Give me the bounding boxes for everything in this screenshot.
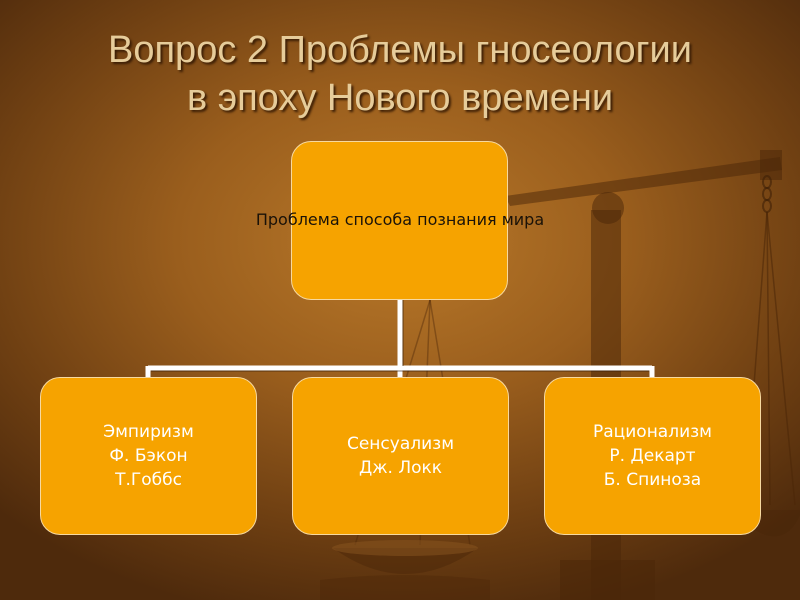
diagram-root-label: Проблема способа познания мира [255,210,545,229]
node-philosopher: Ф. Бэкон [109,446,188,466]
node-heading: Рационализм [593,422,712,442]
diagram-node-rationalism: Рационализм Р. Декарт Б. Спиноза [544,377,761,535]
node-philosopher: Т.Гоббс [115,470,182,490]
node-philosopher: Дж. Локк [358,458,443,478]
slide-title-line-2: в эпоху Нового времени [186,77,614,119]
node-heading: Эмпиризм [103,422,194,442]
slide-title-line-1: Вопрос 2 Проблемы гносеологии [108,29,692,71]
node-philosopher: Р. Декарт [609,446,696,466]
diagram-root-node [291,141,508,300]
slide-title: Вопрос 2 Проблемы гносеологии в эпоху Но… [0,26,800,122]
diagram-node-sensualism: Сенсуализм Дж. Локк [292,377,509,535]
diagram-node-empiricism: Эмпиризм Ф. Бэкон Т.Гоббс [40,377,257,535]
node-heading: Сенсуализм [346,434,455,454]
node-philosopher: Б. Спиноза [603,470,702,490]
